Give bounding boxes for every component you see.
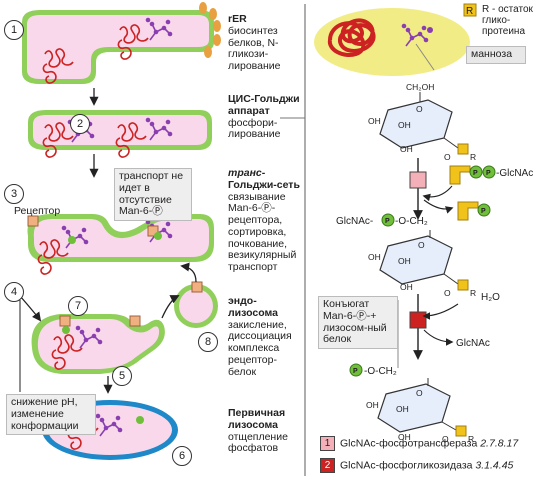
- p-circle-3: [477, 203, 491, 217]
- p-label-3: P: [481, 208, 486, 215]
- stage-rer-text: биосинтез белков, N-гликози-лирование: [228, 24, 281, 72]
- legend-2-text: GlcNAc-фосфогликозидаза: [340, 459, 473, 472]
- arrow-udp-in: [422, 185, 453, 202]
- arrow-water-in: [422, 303, 459, 320]
- stage-cis: ЦИС-Гольджи аппарат фосфори-лирование: [228, 93, 302, 141]
- stage-cis-text: фосфори-лирование: [228, 116, 281, 141]
- stage-primary-text: отщепление фосфатов: [228, 430, 288, 455]
- stage-primary: Первичная лизосома отщепление фосфатов: [228, 407, 302, 455]
- stage-endo-text: закисление, диссоциация комплекса рецепт…: [228, 318, 292, 378]
- mannose-ring-2: [379, 213, 469, 291]
- o-ch2-label-2: -O-CH₂: [364, 366, 397, 377]
- rer-vesicle: [22, 2, 221, 84]
- mannose-ring-3: [349, 363, 467, 437]
- mannose-label: манноза: [466, 46, 526, 64]
- ring3-oh-b: OH: [396, 404, 409, 414]
- ring1-oh-a: OH: [368, 116, 381, 126]
- ring2-oh-a: OH: [368, 252, 381, 262]
- stage-trans-title-rest: -Гольджи-сеть: [228, 167, 300, 191]
- step-6-badge: 6: [172, 446, 192, 466]
- arrow-8-3: [180, 262, 197, 283]
- arrow-4-8: [161, 295, 180, 319]
- stage-trans-title-italic: транс: [228, 167, 262, 179]
- ring1-o2: O: [444, 152, 451, 162]
- ring3-oh-c: OH: [398, 432, 411, 442]
- step-8-badge: 8: [198, 332, 218, 352]
- step-2-badge: 2: [70, 114, 90, 134]
- step-3-badge: 3: [4, 184, 24, 204]
- endolysosome-vesicle: [31, 314, 165, 374]
- receptor-label: Рецептор: [14, 205, 61, 217]
- step-1-badge: 1: [4, 20, 24, 40]
- step-4-badge: 4: [4, 282, 24, 302]
- o-ch2-label-1: -O-CH₂: [395, 216, 428, 227]
- r-box-letter: R: [466, 6, 473, 17]
- glycoprotein-illustration: [314, 3, 477, 76]
- udp-glcnac-shape: [449, 165, 471, 185]
- p-label-5: P: [353, 368, 358, 375]
- stage-endo: эндо-лизосома закисление, диссоциация ко…: [228, 295, 302, 378]
- ring1-r: R: [470, 152, 476, 162]
- ring3-o2: O: [442, 434, 449, 444]
- arrow-glcnac-out: [423, 329, 454, 346]
- ring2-oh-c: OH: [400, 282, 413, 292]
- glcnac-released-label: GlcNAc: [456, 338, 490, 349]
- cis-golgi-vesicle: [28, 110, 212, 158]
- arrow-3-4: [19, 295, 42, 322]
- ump-shape: [457, 201, 479, 221]
- glcnac-attached-label: GlcNAc-: [336, 216, 373, 227]
- stage-rer: rER биосинтез белков, N-гликози-лировани…: [228, 13, 300, 73]
- step-7-badge: 7: [68, 296, 88, 316]
- stage-cis-title: ЦИС-Гольджи аппарат: [228, 93, 300, 117]
- stage-trans-text: связывание Man-6-Ⓟ-рецептора, сортировка…: [228, 190, 297, 273]
- stage-primary-title: Первичная лизосома: [228, 407, 286, 431]
- p-label-2: P: [486, 170, 491, 177]
- enzyme-1-marker: [409, 171, 427, 189]
- stage-endo-title: эндо-лизосома: [228, 295, 278, 319]
- legend-2-swatch: 2: [320, 458, 335, 473]
- legend-1-ec: 2.7.8.17: [480, 437, 519, 450]
- p-circle-2: [482, 165, 496, 179]
- mannose-ring-1: [379, 92, 469, 155]
- conjugate-note: Конъюгат Man-6-Ⓟ-+ лизосом-ный белок: [318, 296, 398, 349]
- p-label-4: P: [385, 218, 390, 225]
- ring3-r: R: [468, 434, 474, 444]
- transport-note: транспорт не идет в отсутствие Man-6-Ⓟ: [114, 168, 192, 221]
- ring1-o: O: [416, 104, 423, 114]
- step-5-badge: 5: [112, 366, 132, 386]
- water-label: H₂O: [481, 292, 500, 303]
- legend-enzyme-2: 2 GlcNAc-фосфогликозидаза 3.1.4.45: [320, 458, 513, 473]
- ring1-oh-b: OH: [398, 120, 411, 130]
- ring2-o: O: [418, 240, 425, 250]
- legend-1-swatch: 1: [320, 436, 335, 451]
- ring1-ch2oh: CH₂OH: [406, 82, 434, 92]
- legend-1-text: GlcNAc-фосфотрансфераза: [340, 437, 478, 450]
- ring1-oh-c: OH: [400, 144, 413, 154]
- recycling-vesicle: [174, 281, 218, 328]
- trans-golgi-vesicle: [27, 214, 214, 275]
- legend-2-ec: 3.1.4.45: [475, 459, 514, 472]
- ring3-oh-a: OH: [366, 400, 379, 410]
- ring2-r: R: [470, 288, 476, 298]
- p-label-1: P: [473, 170, 478, 177]
- stage-trans: транс-Гольджи-сеть связывание Man-6-Ⓟ-ре…: [228, 167, 304, 274]
- arrow-ump-out: [423, 199, 454, 214]
- ring3-o: O: [416, 388, 423, 398]
- stage-rer-title: rER: [228, 13, 247, 25]
- ph-note: снижение pH, изменение конформации: [6, 394, 96, 436]
- ring2-o2: O: [444, 288, 451, 298]
- legend-enzyme-1: 1 GlcNAc-фосфотрансфераза 2.7.8.17: [320, 436, 518, 451]
- ring2-oh-b: OH: [398, 256, 411, 266]
- glcnac-donor-label: -GlcNAc: [496, 168, 533, 179]
- r-legend: R - остаток глико-протеина: [482, 4, 533, 38]
- p-circle-1: [469, 165, 483, 179]
- enzyme-2-marker: [409, 311, 427, 329]
